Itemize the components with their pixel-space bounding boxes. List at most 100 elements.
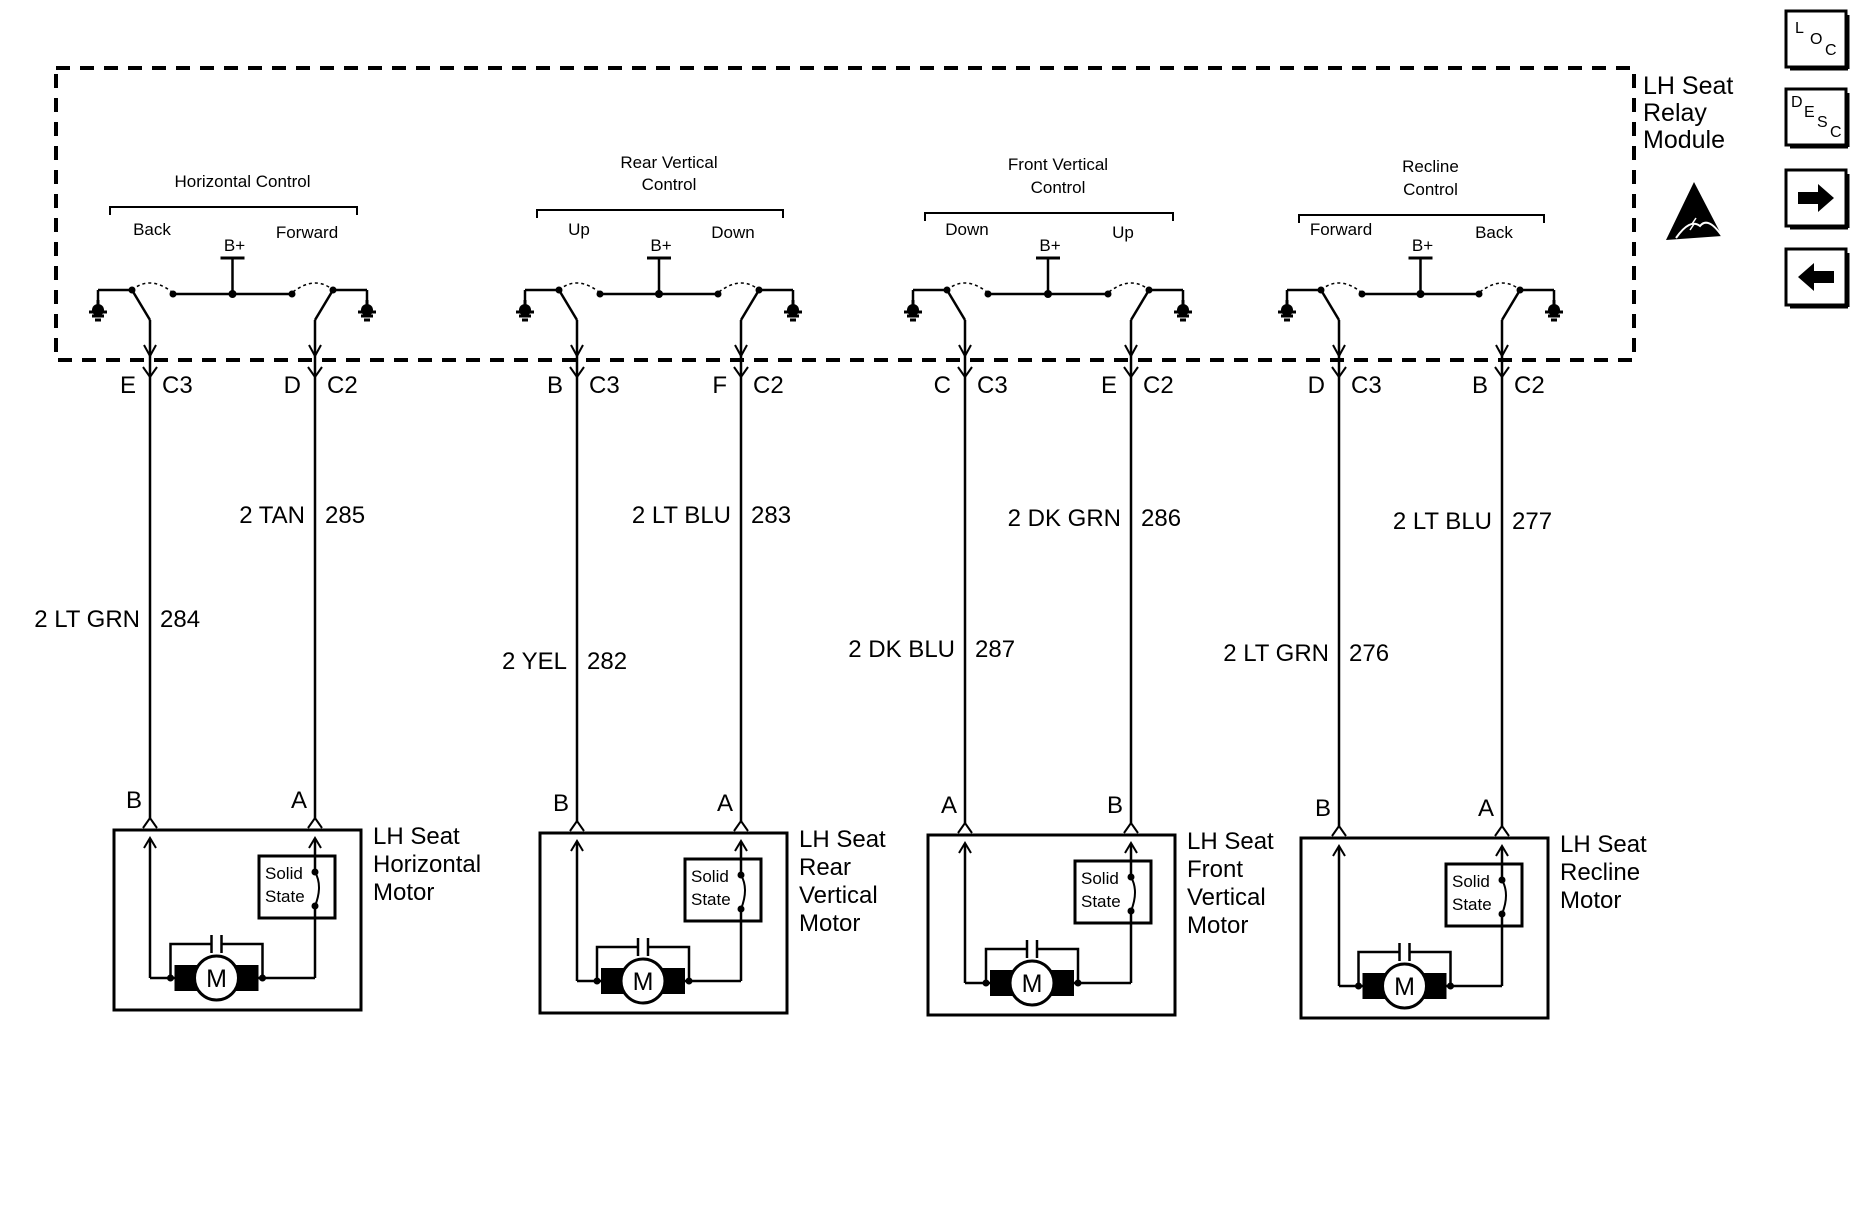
motor-box <box>112 828 363 1012</box>
relay-switch-arm <box>130 289 152 321</box>
motor-wire-arrow <box>143 836 157 849</box>
motor-wire-arrow <box>308 836 322 849</box>
connector-fork <box>142 366 158 379</box>
connector-pin-label: F <box>712 372 727 399</box>
capacitor-lead <box>984 947 1026 983</box>
relay-module-label: Module <box>1643 126 1725 154</box>
direction-label-left: Down <box>945 220 988 239</box>
connector-fork <box>307 816 323 829</box>
motor-name-label: LH Seat <box>799 826 886 853</box>
nav-button-frame <box>1784 9 1848 69</box>
solid-state-label: State <box>691 890 731 909</box>
arrow-left-icon <box>1798 263 1834 291</box>
solid-state-switch <box>1501 879 1507 915</box>
relay-switch-arm <box>945 289 967 321</box>
junction-dot <box>1475 290 1483 298</box>
previous-page-button[interactable] <box>1784 247 1850 309</box>
motor-name-label: Motor <box>1560 887 1621 914</box>
relay-coil-link <box>1108 282 1150 293</box>
wire-color-label: 2 LT GRN <box>1223 640 1329 667</box>
connector-fork <box>307 366 323 379</box>
solid-state-switch <box>314 871 320 907</box>
connector-fork <box>569 819 585 832</box>
wire-number-label: 282 <box>587 648 627 675</box>
motor-name-label: Motor <box>373 879 434 906</box>
relay-module-label: Relay <box>1643 99 1707 127</box>
bplus-label: B+ <box>1039 236 1060 255</box>
connector-fork <box>1123 821 1139 834</box>
wire-arrow <box>570 344 584 359</box>
ground-icon <box>361 304 373 316</box>
solid-state-box <box>257 854 337 920</box>
connector-label: C3 <box>589 372 620 399</box>
solid-state-box <box>1073 859 1153 925</box>
ground-icon <box>787 304 799 316</box>
wire-arrow <box>1495 344 1509 359</box>
wire-number-label: 285 <box>325 502 365 529</box>
relay-switch-arm <box>1319 289 1341 321</box>
motor-pin-label: A <box>291 787 307 814</box>
motor-symbol: M <box>633 968 654 996</box>
relay-switch-arm <box>557 289 579 321</box>
wire-arrow <box>734 344 748 359</box>
relay-switch-arm <box>739 289 761 321</box>
motor-pin-label: A <box>1478 795 1494 822</box>
nav-button-frame <box>1784 87 1848 147</box>
junction-dot <box>1317 286 1325 294</box>
motor-icon <box>1381 962 1428 1010</box>
loc-letter: C <box>1825 42 1837 59</box>
wire-arrow <box>1124 344 1138 359</box>
relay-coil-link <box>946 282 988 293</box>
wire-color-label: 2 LT BLU <box>632 502 731 529</box>
relay-coil-link <box>292 282 334 293</box>
motor-symbol: M <box>1394 973 1415 1001</box>
capacitor-lead <box>649 945 691 981</box>
ground-icon <box>519 304 531 316</box>
motor-name-label: Front <box>1187 856 1243 883</box>
relay-switch-arm <box>1129 289 1151 321</box>
relay-coil-link <box>718 282 760 293</box>
connector-fork <box>733 819 749 832</box>
desc-letter: S <box>1817 114 1828 131</box>
control-label: Horizontal Control <box>174 172 310 191</box>
bplus-label: B+ <box>224 236 245 255</box>
connector-label: C3 <box>977 372 1008 399</box>
control-bracket <box>536 209 784 218</box>
ground-icon <box>907 304 919 316</box>
junction-dot <box>1145 286 1153 294</box>
esd-bolt <box>1689 217 1697 231</box>
control-label: Control <box>642 175 697 194</box>
relay-coil-link <box>1479 282 1521 293</box>
wire-number-label: 286 <box>1141 505 1181 532</box>
motor-box <box>926 833 1177 1017</box>
motor-symbol: M <box>206 965 227 993</box>
direction-label-left: Forward <box>1310 220 1372 239</box>
motor-name-label: LH Seat <box>1560 831 1647 858</box>
relay-switch-arm <box>313 289 335 321</box>
loc-button[interactable]: LOC <box>1784 9 1850 71</box>
next-page-button[interactable] <box>1784 168 1850 230</box>
wire-color-label: 2 TAN <box>239 502 305 529</box>
solid-state-label: Solid <box>1452 872 1490 891</box>
relay-coil-link <box>558 282 600 293</box>
wire-arrow <box>958 344 972 359</box>
connector-label: C3 <box>1351 372 1382 399</box>
junction-dot <box>1104 290 1112 298</box>
solid-state-switch <box>740 874 746 910</box>
connector-fork <box>142 816 158 829</box>
capacitor-lead <box>1357 950 1399 986</box>
solid-state-switch <box>1130 876 1136 912</box>
direction-label-left: Back <box>133 220 171 239</box>
direction-label-left: Up <box>568 220 590 239</box>
wire-color-label: 2 DK GRN <box>1008 505 1121 532</box>
wire-number-label: 276 <box>1349 640 1389 667</box>
arrow-right-icon <box>1798 184 1834 212</box>
motor-box <box>1299 836 1550 1020</box>
wire-number-label: 287 <box>975 636 1015 663</box>
control-label: Front Vertical <box>1008 155 1108 174</box>
junction-dot <box>943 286 951 294</box>
